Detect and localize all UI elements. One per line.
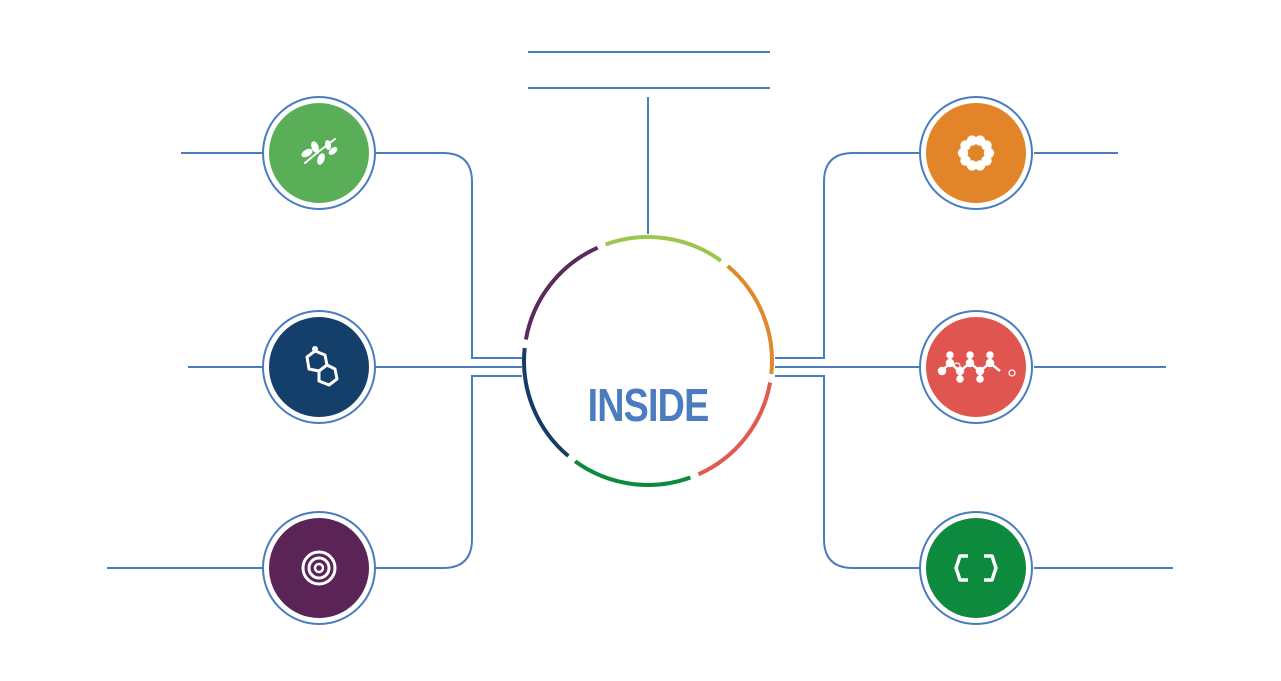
node-bracket [919, 511, 1033, 625]
node-hexagon-fill [269, 317, 369, 417]
flower-ring-icon [957, 135, 995, 171]
bracket-hexagon-icon [954, 554, 998, 582]
connector-leaf [376, 152, 522, 359]
node-chain [919, 310, 1033, 424]
connector-flower [775, 152, 920, 359]
ring-segment-bottom [573, 459, 692, 487]
ring-segment-upper-left [523, 245, 599, 340]
node-hexagon-ring [262, 310, 376, 424]
title-lines [528, 51, 770, 234]
ring-segment-top [604, 235, 723, 263]
node-leaf-fill [269, 103, 369, 203]
node-leaf [262, 96, 376, 210]
center-ring [522, 235, 774, 487]
connector-bracket [775, 375, 920, 569]
connector-target [376, 375, 522, 569]
target-circles-icon [301, 550, 337, 586]
ring-segment-upper-right [726, 264, 774, 375]
node-flower-fill [926, 103, 1026, 203]
flower-petal [966, 135, 978, 146]
center-title: INSIDE [587, 379, 710, 431]
molecule-chain-icon [937, 351, 1016, 383]
node-flower [919, 96, 1033, 210]
flower-petal [974, 160, 986, 171]
node-target [262, 511, 376, 625]
node-bracket-fill [926, 518, 1026, 618]
node-target-fill [269, 518, 369, 618]
connectors [107, 152, 1173, 569]
ring-segment-lower-right [697, 382, 773, 477]
molecule-ring-icon [305, 346, 339, 387]
ring-segment-lower-left [522, 347, 570, 458]
leaf-branch-icon [301, 138, 338, 165]
flower-petal [981, 140, 992, 151]
